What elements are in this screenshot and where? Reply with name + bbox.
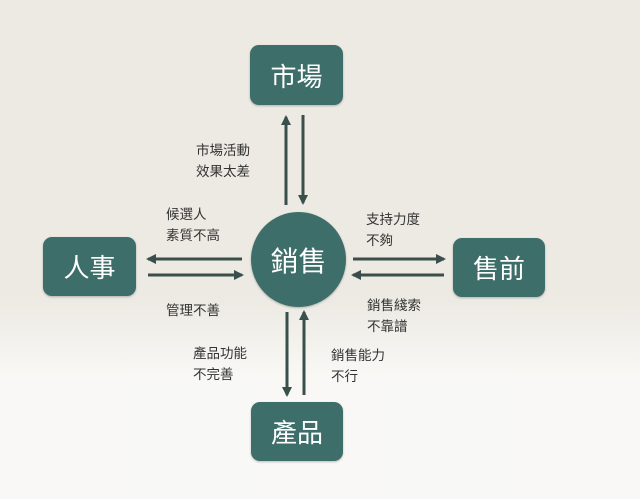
node-presales: 售前	[453, 238, 545, 297]
label-market: 市場活動效果太差	[196, 143, 250, 180]
background-shade	[0, 300, 640, 499]
node-hr: 人事	[43, 237, 136, 296]
node-sales-center: 銷售	[251, 212, 346, 307]
label-product-right: 銷售能力不行	[331, 348, 385, 385]
node-market: 市場	[250, 45, 343, 105]
node-product: 產品	[251, 402, 343, 461]
label-hr-lower: 管理不善	[166, 303, 220, 319]
label-hr-upper: 候選人素質不高	[166, 207, 220, 244]
label-presales-lower: 銷售綫索不靠譜	[367, 298, 421, 335]
label-presales-upper: 支持力度不夠	[366, 212, 420, 249]
label-product-left: 產品功能不完善	[193, 346, 247, 383]
